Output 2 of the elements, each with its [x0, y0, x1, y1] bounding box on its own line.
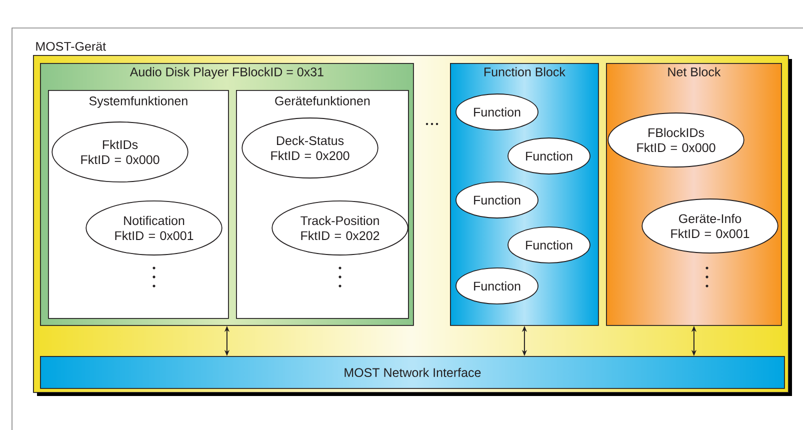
node-label: MOST-Gerät — [36, 42, 106, 51]
interface-bar: MOST Network Interface — [40, 356, 785, 389]
